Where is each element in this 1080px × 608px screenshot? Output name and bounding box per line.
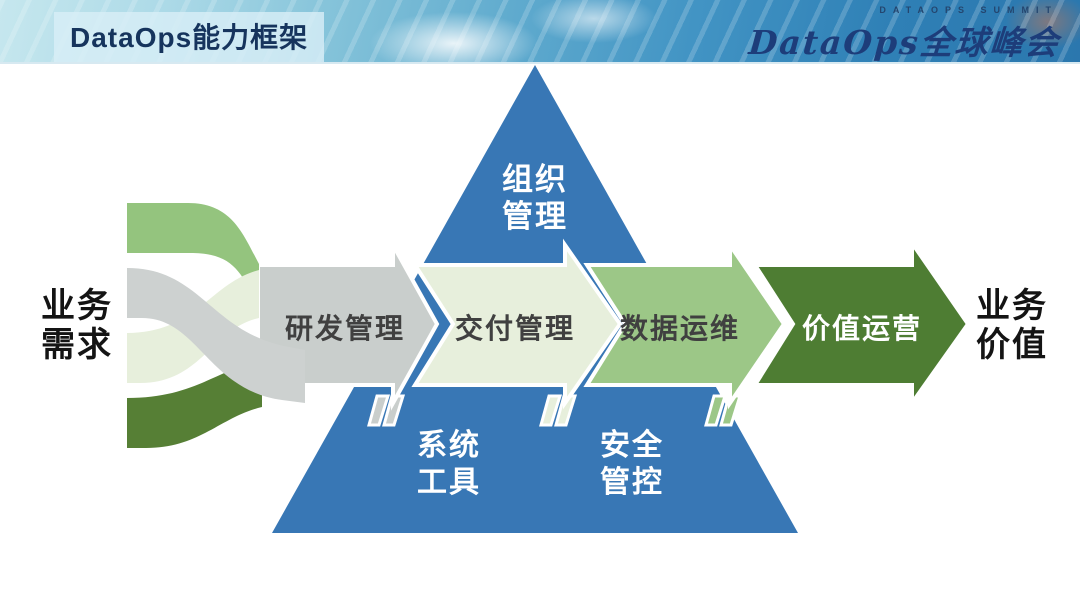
arrow-label-2: 交付管理 <box>454 313 576 344</box>
ribbon-dark-green <box>127 359 262 448</box>
arrow-group-2 <box>411 238 623 427</box>
output-label: 业务 价值 <box>976 287 1048 365</box>
pyramid-bottom-left-label: 系统 工具 <box>417 427 481 501</box>
arrow-label-1: 研发管理 <box>284 313 406 344</box>
input-label: 业务 需求 <box>41 287 113 365</box>
page-title: DataOps能力框架 <box>70 22 309 53</box>
arrow-tail-icon <box>539 394 563 427</box>
page-title-box: DataOps能力框架 <box>54 12 325 62</box>
arrow-tail-icon <box>382 394 406 427</box>
arrow-label-3: 数据运维 <box>619 313 741 344</box>
summit-tagline: DATAOPS SUMMIT <box>879 5 1058 15</box>
arrow-label-4: 价值运营 <box>801 313 923 344</box>
arrow-shape-3 <box>583 238 787 410</box>
input-label-line1: 业务 <box>41 287 113 325</box>
arrow-group-3 <box>583 238 787 427</box>
pyramid-bottom-right-line1: 安全 <box>600 429 664 462</box>
arrow-shape-2 <box>411 238 623 410</box>
pyramid-bottom-left-line1: 系统 <box>417 429 481 462</box>
arrow-tail-icon <box>704 394 728 427</box>
arrow-tail-icon <box>367 394 391 427</box>
pyramid-bottom-right-line2: 管控 <box>600 466 664 499</box>
pyramid-bottom-right-label: 安全 管控 <box>600 427 664 501</box>
output-label-line2: 价值 <box>976 326 1048 364</box>
pyramid-bottom-left-line2: 工具 <box>417 466 481 499</box>
header-banner: DataOps能力框架 DATAOPS SUMMIT DataOps全球峰会 <box>0 0 1080 64</box>
input-label-line2: 需求 <box>41 326 113 364</box>
arrow-shape-4 <box>751 236 971 410</box>
ribbon-gray <box>127 268 305 403</box>
pyramid-top-line1: 组织 <box>502 162 568 197</box>
pyramid-top-label: 组织 管理 <box>502 161 568 235</box>
ribbon-medium-green <box>127 203 259 306</box>
output-label-line1: 业务 <box>976 287 1048 325</box>
pyramid-top-line2: 管理 <box>502 199 568 234</box>
